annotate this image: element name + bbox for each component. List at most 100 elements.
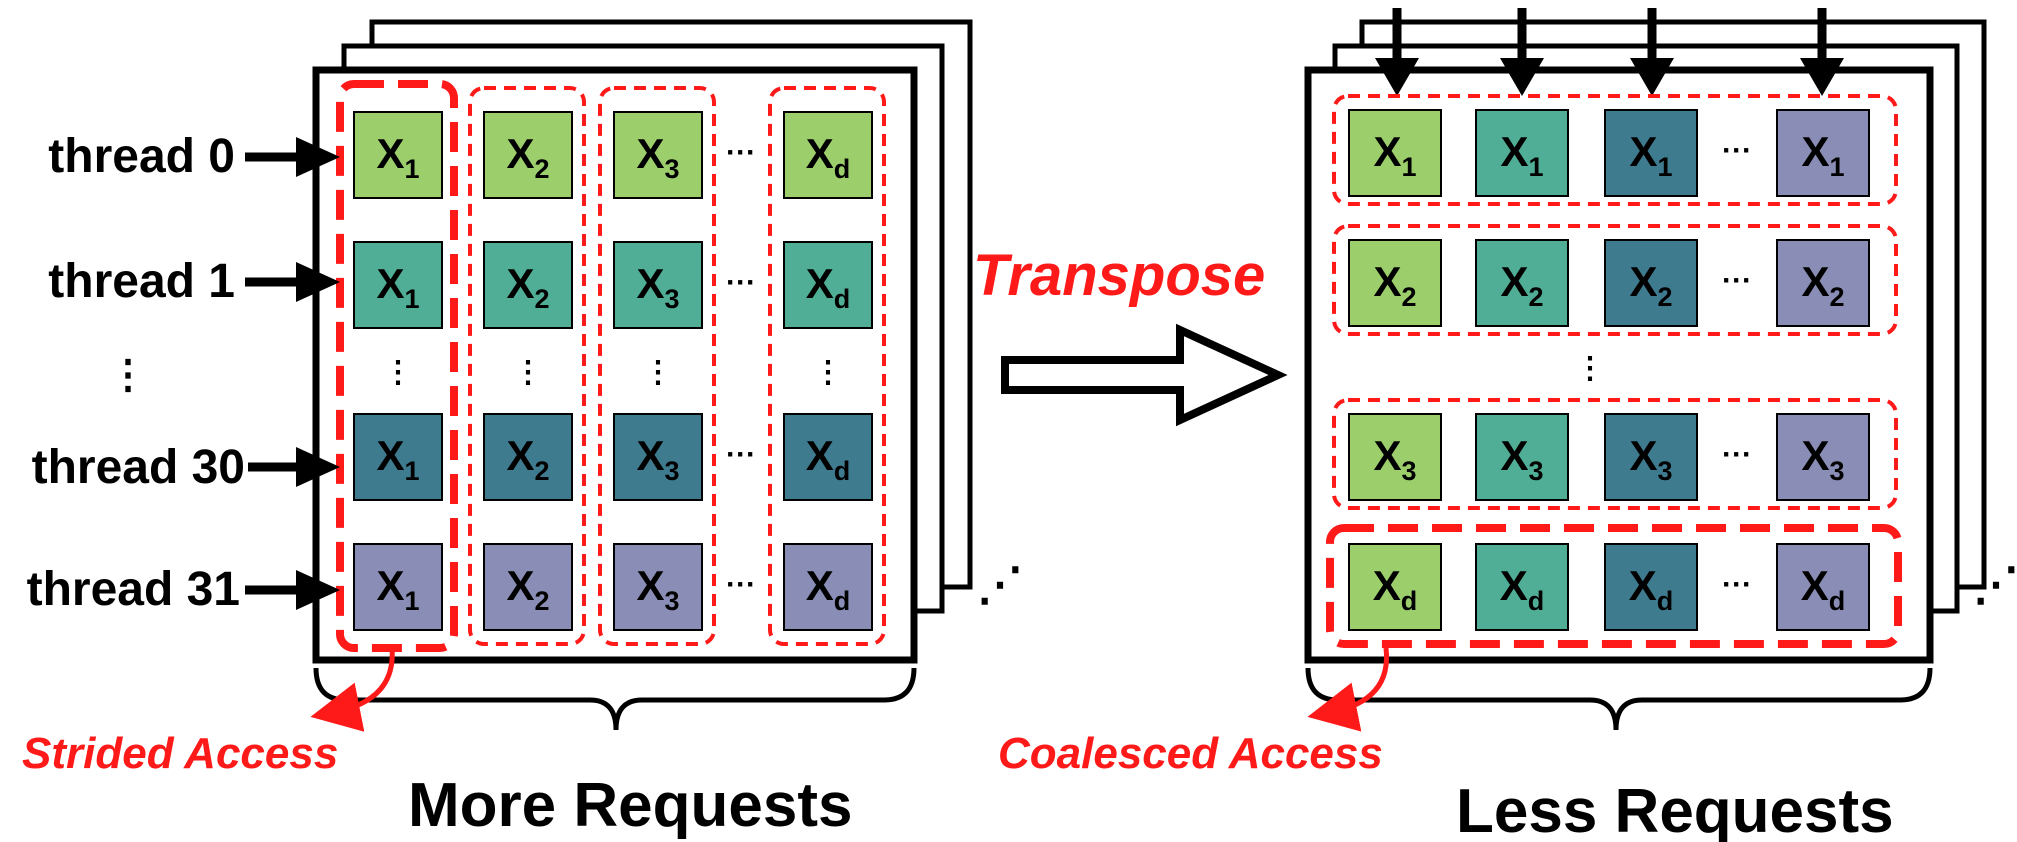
cell-subscript: 3 — [1528, 456, 1543, 486]
strided-access-arrow — [310, 647, 395, 732]
svg-text:X1: X1 — [376, 432, 419, 486]
cell — [1348, 239, 1442, 327]
cell-subscript: 1 — [1829, 152, 1844, 182]
svg-text:Xd: Xd — [806, 260, 851, 314]
cell-subscript: d — [1829, 586, 1846, 616]
svg-text:X3: X3 — [1373, 432, 1416, 486]
cell-label: X — [806, 260, 834, 307]
cell-subscript: 2 — [534, 284, 549, 314]
strided-access-label: Strided Access — [22, 729, 338, 778]
cell-subscript: d — [1657, 586, 1674, 616]
less-requests-label: Less Requests — [1456, 777, 1894, 842]
cell — [613, 543, 703, 631]
right-panel: X1 X1 X1 ··· X1 X2 X2 X2 ··· X2 ⋮ X3 — [998, 8, 2017, 842]
cell-subscript: 1 — [1657, 152, 1672, 182]
left-brace — [313, 667, 917, 731]
horizontal-ellipsis: ··· — [1722, 264, 1752, 297]
cell — [353, 111, 443, 199]
svg-text:X1: X1 — [1373, 128, 1416, 182]
svg-text:Xd: Xd — [1373, 562, 1418, 616]
cell-label: X — [506, 260, 534, 307]
cell — [613, 241, 703, 329]
svg-text:X1: X1 — [376, 562, 419, 616]
svg-text:X2: X2 — [506, 130, 549, 184]
request-arrow-head-icon — [1375, 58, 1419, 96]
left-column-highlight-2 — [468, 86, 586, 646]
cell-label: X — [1629, 432, 1657, 479]
svg-text:X2: X2 — [506, 260, 549, 314]
svg-text:Xd: Xd — [1500, 562, 1545, 616]
cell — [1776, 239, 1870, 327]
cell — [483, 413, 573, 501]
cell — [613, 111, 703, 199]
cell-label: X — [1500, 258, 1528, 305]
right-row-1: X1 X1 X1 ··· X1 — [1348, 109, 1870, 197]
horizontal-ellipsis: ··· — [1722, 438, 1752, 471]
cell-label: X — [806, 562, 834, 609]
svg-text:Xd: Xd — [806, 562, 851, 616]
request-arrow-head-icon — [1630, 58, 1674, 96]
horizontal-ellipsis: ··· — [726, 568, 756, 601]
cell-label: X — [1801, 562, 1829, 609]
cell-subscript: d — [834, 154, 851, 184]
request-arrow-head-icon — [1800, 58, 1844, 96]
cell-subscript: 2 — [1829, 282, 1844, 312]
thread-label-30: thread 30 — [32, 441, 245, 494]
svg-text:X2: X2 — [1500, 258, 1543, 312]
cell — [1776, 543, 1870, 631]
right-row-highlight-coalesced — [1326, 524, 1902, 648]
cell-label: X — [506, 130, 534, 177]
cell — [1348, 543, 1442, 631]
cell-label: X — [1373, 128, 1401, 175]
svg-text:Xd: Xd — [1801, 562, 1846, 616]
thread-arrow-head-icon — [296, 570, 340, 610]
left-column-highlight-3 — [598, 86, 716, 646]
cell-label: X — [376, 432, 404, 479]
cell — [483, 241, 573, 329]
cell-subscript: 2 — [1401, 282, 1416, 312]
cell-subscript: 1 — [1528, 152, 1543, 182]
svg-text:X1: X1 — [1500, 128, 1543, 182]
right-row-highlight-1 — [1332, 94, 1898, 206]
left-row-thread-0: X1 X2 X3 ··· Xd — [353, 111, 873, 199]
cell — [1475, 413, 1569, 501]
vertical-ellipsis: ⋮ — [513, 356, 543, 389]
cell-label: X — [1629, 258, 1657, 305]
cell — [1348, 413, 1442, 501]
svg-text:X3: X3 — [636, 562, 679, 616]
cell — [1604, 543, 1698, 631]
svg-text:X3: X3 — [636, 260, 679, 314]
transpose-label: Transpose — [973, 243, 1265, 308]
cell-subscript: 3 — [1657, 456, 1672, 486]
cell-subscript: 1 — [404, 284, 419, 314]
svg-text:X3: X3 — [1500, 432, 1543, 486]
cell — [483, 543, 573, 631]
cell-subscript: 3 — [664, 284, 679, 314]
cell-subscript: d — [1401, 586, 1418, 616]
svg-text:X2: X2 — [1801, 258, 1844, 312]
thread-label-0: thread 0 — [48, 130, 235, 183]
cell — [1475, 239, 1569, 327]
cell-subscript: 3 — [664, 154, 679, 184]
right-stack-ellipsis: ⋰ — [1973, 558, 2017, 610]
left-row-thread-30: X1 X2 X3 ··· Xd — [353, 413, 873, 501]
horizontal-ellipsis: ··· — [1722, 134, 1752, 167]
cell-label: X — [376, 562, 404, 609]
cell-subscript: 2 — [1657, 282, 1672, 312]
svg-text:X3: X3 — [636, 432, 679, 486]
more-requests-label: More Requests — [408, 771, 852, 840]
cell-label: X — [506, 562, 534, 609]
thread-labels: thread 0 thread 1 ⋮ thread 30 thread 31 — [27, 130, 340, 616]
cell-label: X — [806, 432, 834, 479]
cell-subscript: 1 — [404, 586, 419, 616]
memory-request-arrows — [1375, 8, 1844, 96]
cell — [1475, 543, 1569, 631]
cell — [483, 111, 573, 199]
right-row-d: Xd Xd Xd ··· Xd — [1348, 543, 1870, 631]
cell-subscript: d — [834, 586, 851, 616]
left-panel: X1 X2 X3 ··· Xd X1 X2 X3 ··· Xd ⋮ ⋮ ⋮ ⋮ — [22, 19, 1023, 840]
horizontal-ellipsis: ··· — [726, 266, 756, 299]
cell-subscript: 1 — [404, 154, 419, 184]
horizontal-ellipsis: ··· — [1722, 568, 1752, 601]
cell-subscript: d — [834, 456, 851, 486]
